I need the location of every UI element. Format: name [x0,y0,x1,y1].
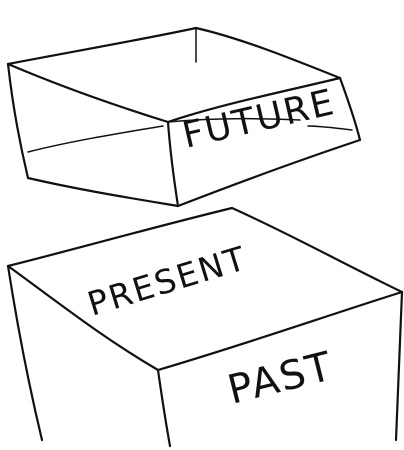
future-label: FUTURE [179,82,339,157]
past-label: PAST [223,343,338,413]
past-box-right-face [396,292,402,440]
present-past-box: PRESENT PAST [8,208,402,446]
future-open-box: FUTURE [8,28,360,206]
future-box-left-face [8,64,178,206]
present-label: PRESENT [83,238,252,323]
